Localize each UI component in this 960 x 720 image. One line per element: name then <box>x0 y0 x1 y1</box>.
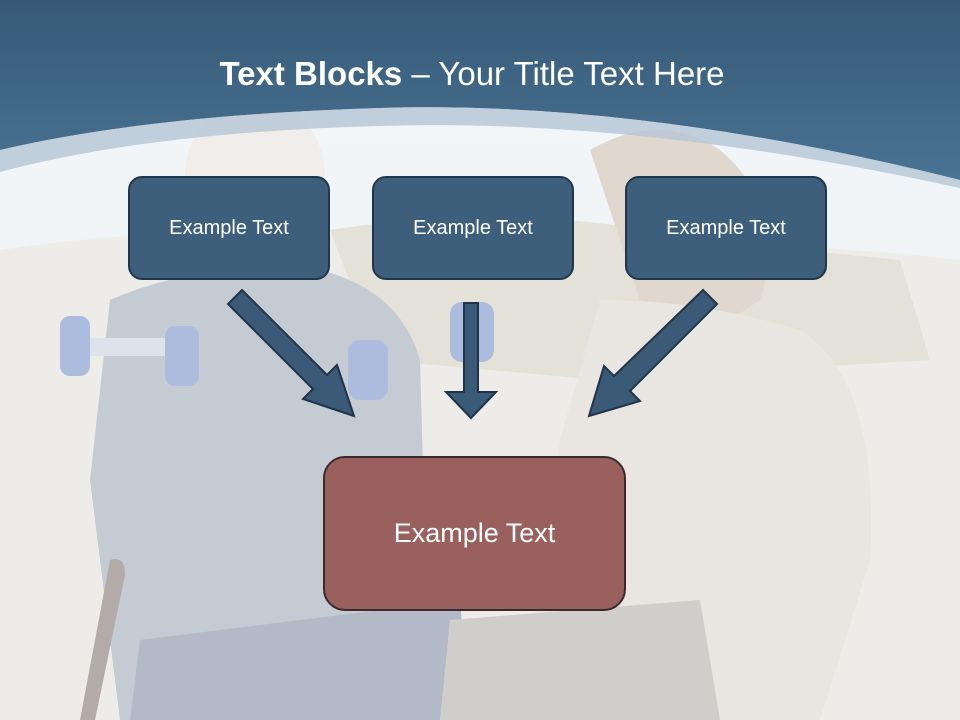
title-regular: Your Title Text Here <box>438 55 725 92</box>
header-wave <box>0 0 960 188</box>
title-bold: Text Blocks <box>219 55 403 92</box>
target-block[interactable]: Example Text <box>323 456 626 611</box>
title-separator: – <box>402 55 439 92</box>
text-block-left-label: Example Text <box>169 216 289 239</box>
text-block-center[interactable]: Example Text <box>372 176 574 280</box>
text-block-center-label: Example Text <box>413 216 533 239</box>
target-block-label: Example Text <box>393 518 556 548</box>
text-block-right[interactable]: Example Text <box>625 176 827 280</box>
slide-title: Text Blocks – Your Title Text Here <box>0 52 944 96</box>
text-block-right-label: Example Text <box>666 216 786 239</box>
text-block-left[interactable]: Example Text <box>128 176 330 280</box>
